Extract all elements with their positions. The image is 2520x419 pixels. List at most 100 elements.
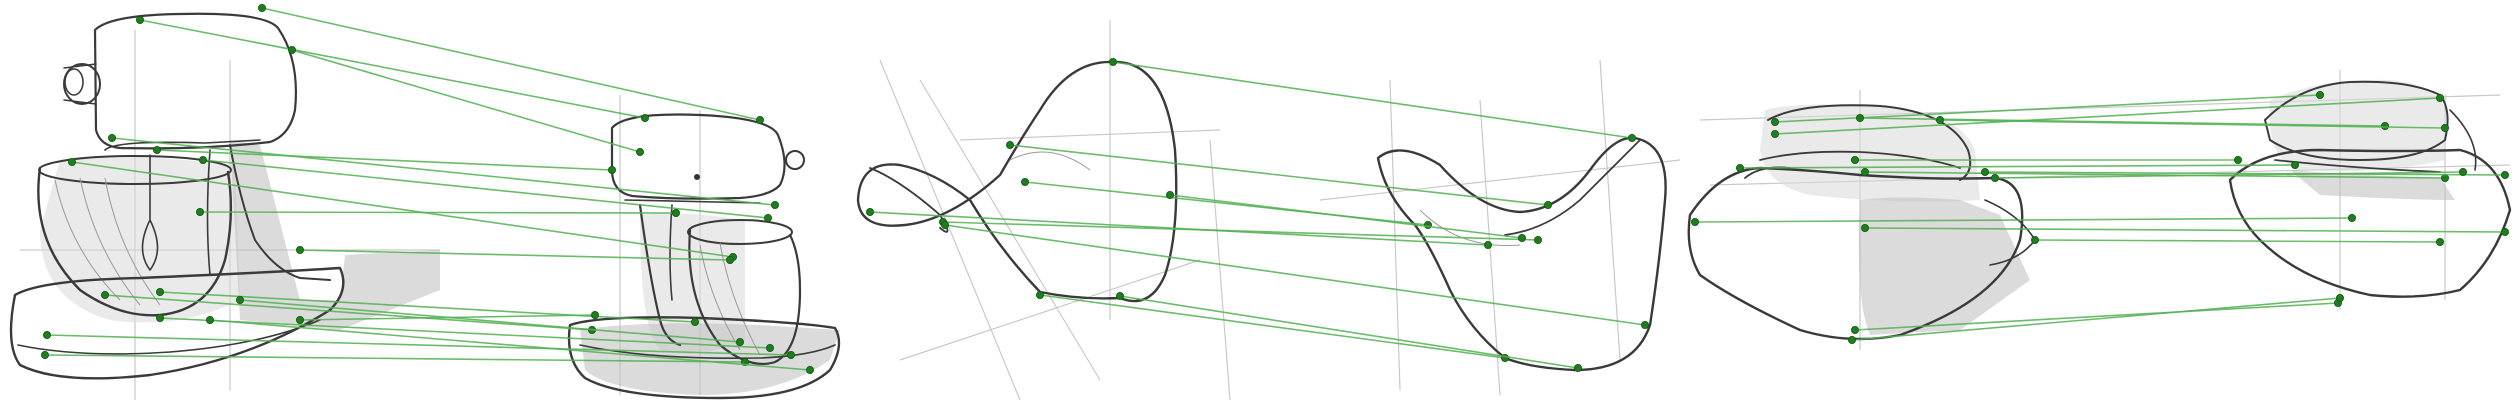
panel-abstract [856, 20, 1681, 401]
vehicle-sketch-right [2228, 79, 2512, 298]
keypoint-source [155, 313, 164, 322]
correspondence-line [1694, 217, 2353, 223]
keypoint-source [1006, 140, 1015, 149]
correspondence-line [299, 249, 731, 261]
keypoint-source [1166, 190, 1175, 199]
keypoint-target [2440, 124, 2449, 133]
keypoint-source [1109, 58, 1118, 67]
correspondence-line [1039, 294, 1506, 359]
mixer-sketch-right [567, 113, 841, 400]
correspondence-line [209, 319, 811, 371]
keypoint-source [152, 145, 161, 154]
mixer-correspondences [41, 4, 815, 374]
correspondence-line [942, 221, 1539, 241]
keypoint-target [2335, 293, 2344, 302]
correspondence-line [1774, 97, 2441, 135]
keypoint-source [1691, 217, 1700, 226]
keypoint-source [68, 157, 77, 166]
keypoint-target [2458, 167, 2467, 176]
keypoint-source [1991, 173, 2000, 182]
keypoint-target [2435, 94, 2444, 103]
correspondence-line [46, 334, 792, 356]
keypoint-source [43, 330, 52, 339]
panel-vehicle [1687, 70, 2512, 350]
correspondence-line [291, 49, 641, 153]
keypoint-target [2440, 173, 2449, 182]
keypoint-source [1771, 129, 1780, 138]
correspondence-line [159, 317, 771, 349]
keypoint-source [257, 4, 266, 12]
keypoint-source [287, 46, 296, 55]
keypoint-target [1641, 320, 1650, 329]
abstract-sketch-left [856, 60, 1178, 303]
keypoint-source [1851, 155, 1860, 164]
keypoint-target [787, 350, 796, 359]
keypoint-source [101, 290, 110, 299]
correspondence-line [1112, 61, 1633, 139]
keypoint-target [756, 116, 765, 125]
correspondence-line [1984, 171, 2506, 176]
panel-mixer [9, 4, 841, 400]
keypoint-target [1544, 200, 1553, 209]
keypoint-source [1981, 167, 1990, 176]
keypoint-source [866, 207, 875, 216]
keypoint-target [691, 317, 700, 326]
keypoint-target [766, 343, 775, 352]
correspondence-line [44, 354, 746, 363]
vehicle-correspondences [1691, 91, 2509, 344]
keypoint-target [736, 337, 745, 346]
correspondence-line [111, 137, 776, 206]
correspondence-line [139, 19, 646, 119]
vehicle-sketch-left [1687, 104, 2036, 341]
keypoint-target [608, 165, 617, 174]
keypoint-source [1856, 114, 1865, 123]
keypoint-source [195, 207, 204, 216]
keypoint-target [2500, 170, 2509, 179]
keypoint-target [641, 114, 650, 123]
correspondence-line [202, 159, 769, 219]
keypoint-source [295, 315, 304, 324]
keypoint-target [591, 310, 600, 319]
keypoint-target [726, 255, 735, 264]
keypoint-source [1116, 291, 1125, 300]
abstract-sketch-right [1376, 136, 1667, 372]
mixer-sketch-left [9, 12, 440, 380]
keypoint-source [108, 133, 117, 142]
correspondence-line [1939, 119, 2446, 129]
keypoint-source [41, 350, 50, 359]
keypoint-target [1574, 363, 1583, 372]
correspondence-line [2034, 239, 2441, 243]
keypoint-source [198, 155, 207, 164]
correspondence-line [239, 299, 741, 343]
keypoint-source [235, 295, 244, 304]
correspondence-line [1169, 194, 1523, 239]
keypoint-source [135, 15, 144, 24]
keypoint-target [2233, 155, 2242, 164]
keypoint-source [1036, 290, 1045, 299]
keypoint-target [806, 365, 815, 374]
correspondence-line [944, 224, 1646, 326]
correspondence-line [1854, 302, 2339, 331]
keypoint-source [1021, 177, 1030, 186]
keypoint-source [1861, 167, 1870, 176]
keypoint-target [2315, 91, 2324, 100]
keypoint-source [1848, 335, 1857, 344]
abstract-correspondences [866, 58, 1650, 372]
keypoint-target [2380, 122, 2389, 131]
correspondence-line [1864, 171, 2446, 179]
correspondence-line [1864, 227, 2506, 233]
keypoint-target [1534, 235, 1543, 244]
correspondence-line [199, 211, 677, 214]
correspondence-line [1851, 297, 2341, 341]
keypoint-source [205, 315, 214, 324]
keypoint-target [636, 147, 645, 156]
correspondence-line [159, 291, 696, 323]
keypoint-target [1518, 233, 1527, 242]
correspondence-line [156, 149, 613, 171]
keypoint-source [155, 287, 164, 296]
keypoint-source [1771, 118, 1780, 127]
correspondence-line [1739, 164, 2296, 169]
keypoint-target [2500, 227, 2509, 236]
keypoint-target [672, 208, 681, 217]
keypoint-source [2031, 235, 2040, 244]
